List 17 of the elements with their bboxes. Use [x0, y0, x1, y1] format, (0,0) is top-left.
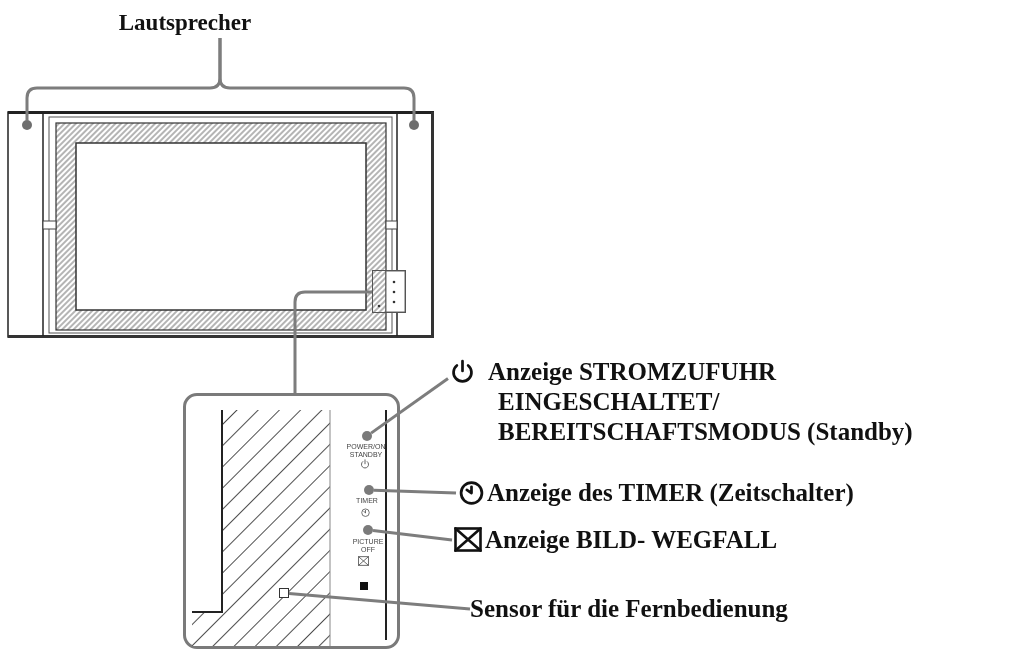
callout-text: Lautsprecher	[118, 8, 252, 38]
indicator-led	[362, 431, 372, 441]
speaker-dot	[22, 120, 32, 130]
callout-text: Anzeige BILD- WEGFALL	[485, 525, 778, 555]
callout-text: Sensor für die Fernbedienung	[470, 594, 788, 624]
indicator-led	[363, 525, 373, 535]
sensor-window	[279, 588, 289, 598]
leader-line	[373, 488, 457, 495]
indicator-led	[364, 485, 374, 495]
leader-line	[293, 290, 372, 393]
leader-line	[370, 377, 449, 435]
leader-line	[218, 38, 416, 120]
control-area-frame	[372, 270, 406, 313]
callout-text: Anzeige des TIMER (Zeitschalter)	[487, 478, 854, 508]
leader-line	[372, 529, 453, 542]
speaker-dot	[409, 120, 419, 130]
callout-text: Anzeige STROMZUFUHR EINGESCHALTET/ BEREITSCHAFTSMODUS (Standby)	[488, 357, 914, 447]
